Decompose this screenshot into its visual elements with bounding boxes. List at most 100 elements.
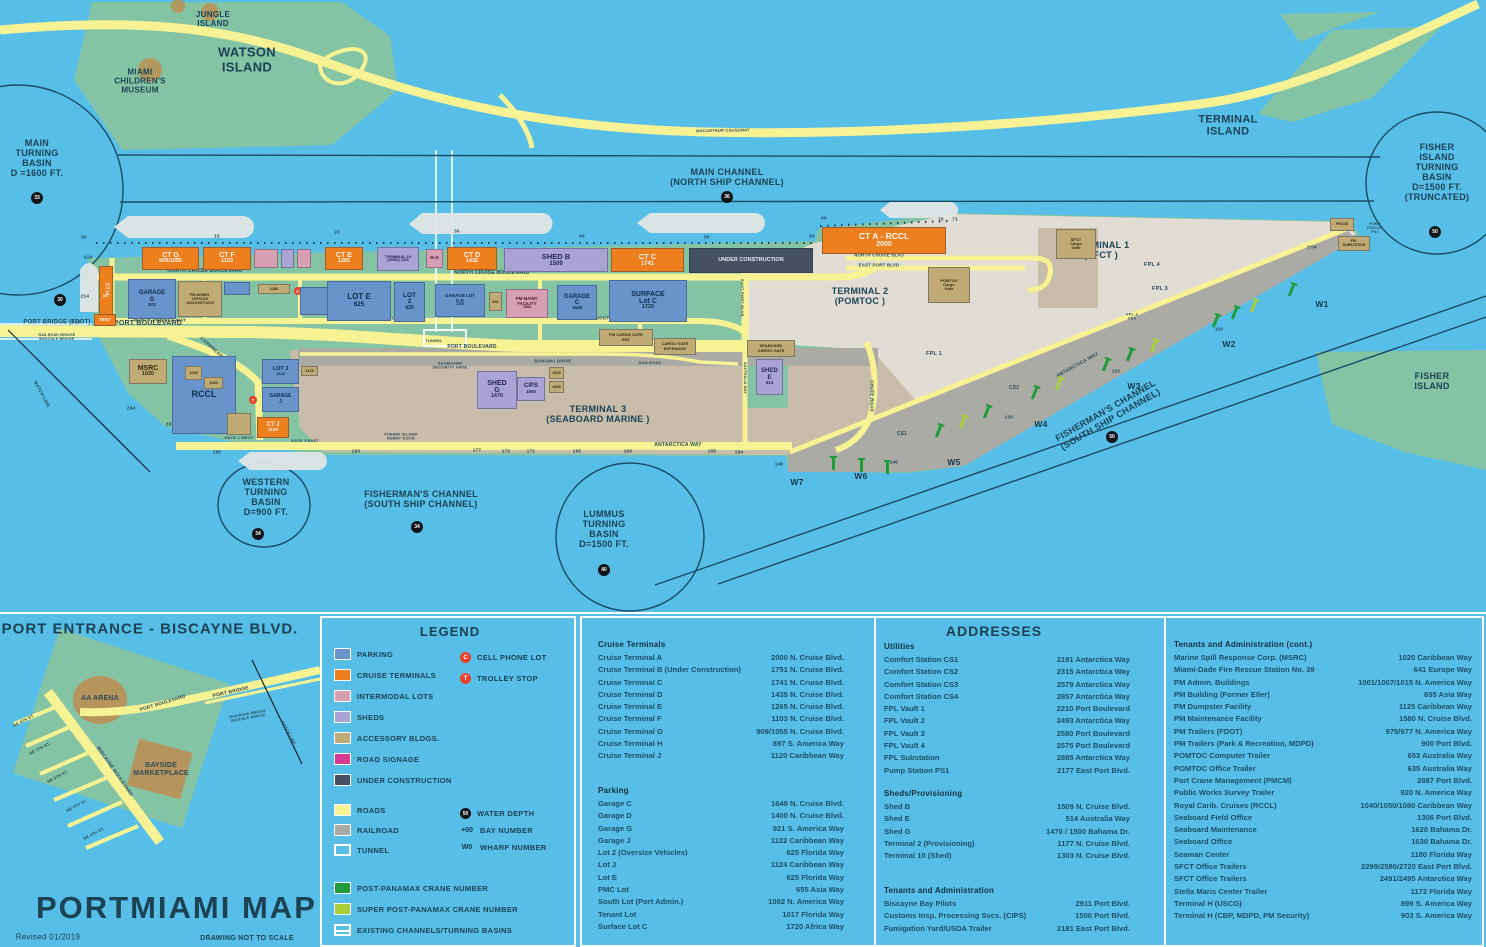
- address-row: Cruise Terminal B (Under Construction)17…: [598, 664, 844, 676]
- legend-item-label: ROADS: [357, 805, 386, 815]
- building-label: 641: [492, 299, 499, 304]
- legend-item-label: INTERMODAL LOTS: [357, 691, 434, 701]
- pmcm-block: PMCM: [1330, 218, 1354, 231]
- area-label: FISHER ISLAND TURNING BASIN D=1500 FT. (…: [1404, 141, 1470, 203]
- address-row-label: Seaboard Maintenance: [1174, 825, 1257, 835]
- address-row-value: 1306 Port Blvd.: [1417, 812, 1472, 822]
- building-label: POMTOC Cargo Gate: [940, 277, 958, 292]
- tent-block: TENT: [94, 314, 116, 326]
- address-row-label: Seaman Center: [1174, 849, 1230, 859]
- crane-icon: [830, 456, 837, 470]
- address-row-label: Lot J: [598, 860, 617, 870]
- building-number: 909/1055: [159, 258, 182, 265]
- building-label: CARGO GATE ENTRANCE: [661, 341, 689, 351]
- address-row-label: Royal Carib. Cruises (RCCL): [1174, 800, 1277, 810]
- road-label: PORT BOULEVARD: [447, 344, 497, 351]
- address-row-label: Garage G: [598, 823, 633, 833]
- match-line: [7, 329, 151, 473]
- building-label: TERMINAL 10: [384, 254, 412, 260]
- address-row-value: 1620 Bahama Dr.: [1411, 825, 1472, 835]
- legend-item-label: TUNNEL: [357, 845, 390, 855]
- address-row-value: 1720 Africa Way: [786, 921, 844, 931]
- address-row-label: FPL Vault 4: [884, 741, 925, 751]
- inset-port-boulevard: [79, 666, 321, 717]
- legend-item: POST-PANAMAX CRANE NUMBER: [334, 882, 488, 894]
- legend-swatch: [334, 711, 351, 723]
- building-label: 1080: [209, 381, 218, 385]
- address-row: PM Trailers (FDOT)975/977 N. America Way: [1174, 726, 1472, 738]
- address-row-value: 1122 Caribbean Way: [770, 835, 844, 845]
- building-number: 1580: [523, 305, 531, 310]
- road-label: PORT BRIDGE (FDOT): [23, 319, 91, 326]
- area-label: MIAMI CHILDREN'S MUSEUM: [114, 67, 166, 95]
- address-row-value: 2299/2580/2720 East Port Blvd.: [1360, 862, 1472, 872]
- address-row-label: Garage D: [598, 811, 632, 821]
- legend-item: CRUISE TERMINALS: [334, 669, 436, 681]
- building-label: LOT E: [347, 292, 371, 302]
- road-label: RAILROAD BRIDGE BASCULE BRIDGE: [38, 332, 76, 341]
- address-row: Customs Insp. Processing Svcs. (CIPS)150…: [884, 910, 1130, 922]
- address-row: PM Building (Former Eller)655 Asia Way: [1174, 689, 1472, 701]
- bay-number: 110: [1214, 326, 1224, 332]
- building-label: 1630: [552, 385, 561, 389]
- area-label: MAIN TURNING BASIN D =1600 FT.: [10, 137, 64, 179]
- address-row: Terminal H (USCG)899 S. America Way: [1174, 898, 1472, 910]
- inset-label: AA ARENA: [80, 695, 120, 703]
- address-row-label: Public Works Survey Trailer: [1174, 788, 1275, 798]
- address-row-value: 2181 East Port Blvd.: [1056, 923, 1130, 933]
- address-section: Tenants and Administration (cont.)Marine…: [1174, 640, 1472, 923]
- address-row-value: 2210 Port Boulevard: [1056, 704, 1130, 714]
- bay-number: 10: [214, 233, 220, 239]
- bay-number: 171: [526, 448, 536, 454]
- road-label: MACARTHUR CAUSEWAY: [696, 127, 750, 134]
- legend-symbol-label: TROLLEY STOP: [477, 674, 538, 683]
- address-row-value: 1435 N. Cruise Blvd.: [770, 689, 844, 699]
- address-row-value: 1040/1050/1080 Caribbean Way: [1360, 800, 1472, 810]
- road-label: FISHER ISLAND FERRY DOCK: [384, 431, 418, 441]
- building-block: [281, 249, 294, 268]
- area-label: WATSON ISLAND: [218, 44, 276, 74]
- address-row-label: Cruise Terminal A: [598, 653, 663, 662]
- bay-number: 155: [707, 448, 717, 454]
- garage-j-block: GARAGE J: [262, 387, 299, 412]
- bay-number: 160: [623, 448, 633, 454]
- address-row-label: Seaboard Office: [1174, 837, 1233, 847]
- address-row-label: Miami-Dade Fire Rescue Station No. 39: [1174, 665, 1315, 675]
- address-row-label: PMC Lot: [598, 885, 629, 895]
- main-turning-basin-circle: [0, 84, 124, 296]
- road-label: PORT BOULEVARD: [113, 320, 183, 328]
- building-number: 1509: [549, 260, 563, 267]
- legend-swatch: [334, 824, 351, 836]
- road-label: GATE J WEST: [224, 434, 254, 440]
- bay-number: 201: [165, 421, 175, 427]
- address-row-value: 1125 Caribbean Way: [1398, 702, 1472, 712]
- terminal12-area: [744, 214, 1356, 452]
- bay-number: 219: [83, 254, 93, 260]
- address-row-label: Fumigation Yard/USDA Trailer: [884, 923, 992, 933]
- address-row-value: 1124 Caribbean Way: [770, 860, 844, 870]
- address-row-value: 2887 Port Blvd.: [1417, 775, 1472, 785]
- road-label: AUSTRALIA WAY: [743, 361, 748, 395]
- address-row-value: 1177 N. Cruise Blvd.: [1057, 838, 1130, 848]
- address-row-value: 1120 Caribbean Way: [770, 751, 844, 761]
- building-number: 2000: [876, 241, 892, 249]
- building-label: CT G: [162, 251, 179, 259]
- road-label: NORTH CRUISE BLVD: [854, 252, 904, 258]
- address-row-label: Lot 2 (Oversize Vehicles): [598, 848, 688, 858]
- 1125-block: 1125: [301, 366, 318, 376]
- building-label: SEABOARD CARGO GATE: [757, 343, 785, 353]
- building-label: CT D: [463, 251, 481, 259]
- address-row-label: Cruise Terminal H: [598, 739, 663, 749]
